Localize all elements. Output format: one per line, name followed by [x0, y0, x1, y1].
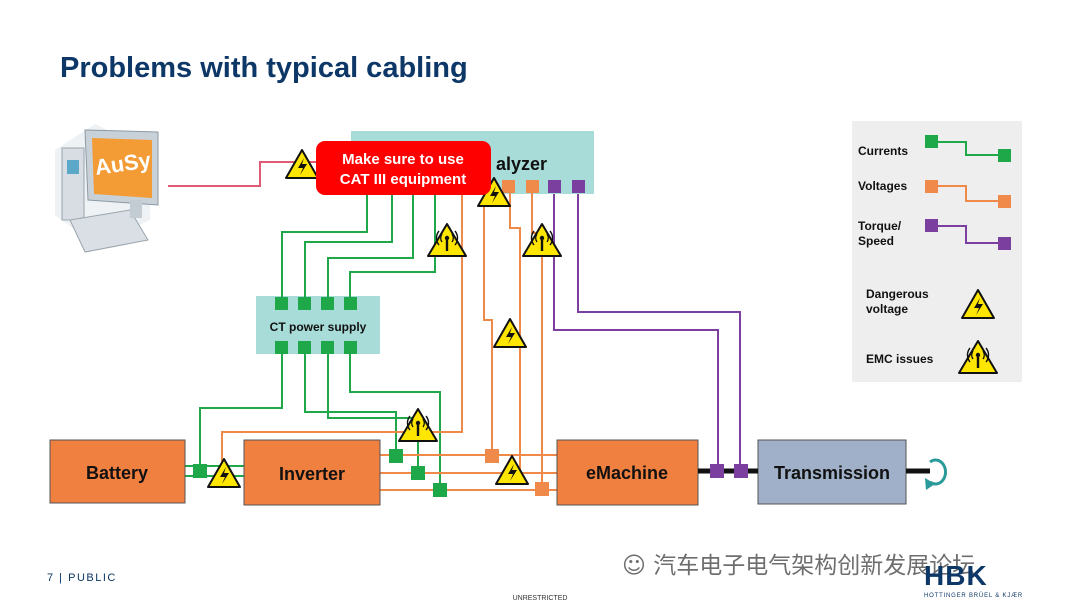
legend-currents: Currents [858, 144, 908, 158]
footer-classification: UNRESTRICTED [512, 595, 568, 602]
legend-emc: EMC issues [866, 352, 934, 366]
emachine-block: eMachine [556, 439, 699, 506]
legend: Currents Voltages Torque/ Speed Dangerou… [852, 121, 1022, 382]
emc-issue-icon [427, 223, 467, 257]
ct-power-supply-label: CT power supply [270, 320, 367, 334]
danger-voltage-icon [207, 458, 241, 488]
analyzer-label: alyzer [496, 154, 547, 174]
transmission-block: Transmission [757, 439, 907, 505]
legend-torque-line2: Speed [858, 234, 894, 248]
hbk-logo: HBK [924, 560, 988, 591]
watermark: ☺ 汽车电子电气架构创新发展论坛 [622, 553, 976, 579]
emc-issue-icon [522, 223, 562, 257]
computer-icon: AuSy [55, 124, 159, 253]
page-footer: 7 | PUBLIC [47, 572, 117, 584]
legend-dangerous-line2: voltage [866, 302, 908, 316]
legend-voltages: Voltages [858, 179, 907, 193]
emachine-label: eMachine [586, 463, 668, 483]
transmission-label: Transmission [774, 463, 890, 483]
hbk-logo-subtitle: HOTTINGER BRÜEL & KJÆR [924, 593, 1024, 599]
legend-dangerous-line1: Dangerous [866, 287, 929, 301]
callout-line1: Make sure to use [342, 151, 464, 168]
battery-label: Battery [86, 463, 148, 483]
danger-voltage-icon [285, 149, 319, 179]
callout-line2: CAT III equipment [340, 171, 466, 188]
legend-torque-line1: Torque/ [858, 219, 902, 233]
page-number: 7 [47, 572, 55, 584]
torque-speed-wires [553, 194, 741, 470]
danger-voltage-icon [493, 318, 527, 348]
rotation-arrow-icon [929, 458, 948, 486]
inverter-label: Inverter [279, 464, 345, 484]
classification: PUBLIC [68, 572, 117, 584]
slide-title: Problems with typical cabling [60, 52, 468, 84]
danger-voltage-icon [495, 455, 529, 485]
current-wires [199, 194, 441, 490]
cat-iii-warning-callout: Make sure to use CAT III equipment [316, 141, 491, 195]
battery-block: Battery [49, 439, 186, 504]
inverter-block: Inverter [243, 439, 381, 506]
emc-issue-icon [398, 408, 438, 442]
